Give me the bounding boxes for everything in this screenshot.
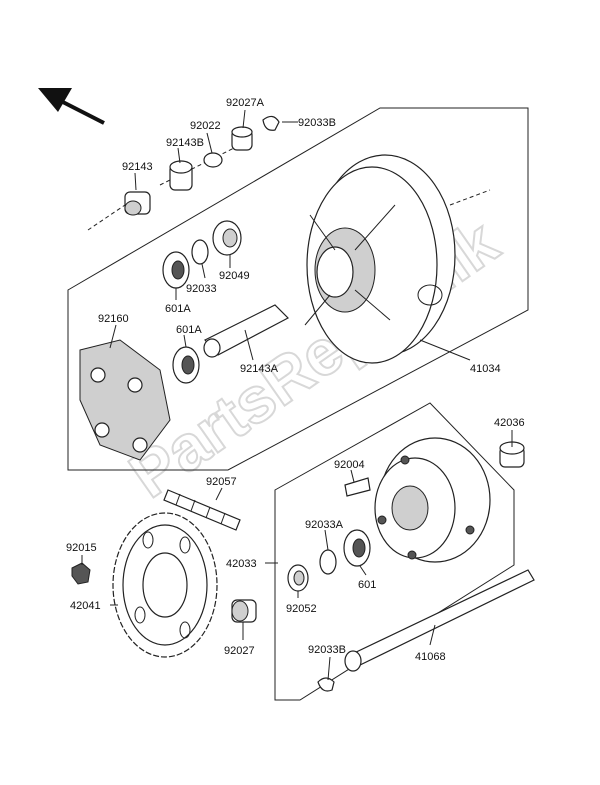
hub-assembly-outline [274,402,515,701]
damper-92160 [79,339,171,461]
collar-42036 [499,441,525,468]
seal-92049 [212,220,242,256]
label-41068: 41068 [415,651,446,663]
label-42036: 42036 [494,417,525,429]
label-92143: 92143 [122,161,153,173]
label-42033: 42033 [226,558,257,570]
label-92143A: 92143A [240,363,279,375]
circlip-92033B-top [262,115,280,131]
label-92004: 92004 [334,459,365,471]
rear-wheel [304,154,456,364]
circlip-92033 [191,239,209,265]
label-92033A: 92033A [305,519,344,531]
collar-92143A [203,304,289,358]
label-92033B-top: 92033B [298,117,336,129]
label-92033: 92033 [186,283,217,295]
label-92033B-bottom: 92033B [308,644,346,656]
collar-92052 [287,564,309,592]
coupling-hub-42033 [374,437,491,563]
chain-92057 [163,489,241,531]
label-42041: 42041 [70,600,101,612]
label-92057: 92057 [206,476,237,488]
label-92022: 92022 [190,120,221,132]
bearing-601 [343,529,371,567]
label-92027A: 92027A [226,97,265,109]
label-92143B: 92143B [166,137,204,149]
spacer-92027 [231,599,257,623]
collar-92143B [169,160,193,191]
circlip-92033B-bottom [317,677,335,692]
collar-92143 [124,191,151,216]
label-92052: 92052 [286,603,317,615]
label-601A-top: 601A [165,303,191,315]
label-41034: 41034 [470,363,501,375]
label-601: 601 [358,579,376,591]
label-92049: 92049 [219,270,250,282]
spacer-92027A [231,126,253,151]
label-92015: 92015 [66,542,97,554]
bolt-92004 [344,477,371,497]
bearing-601A-mid [172,346,200,384]
upper-assembly-outline [67,107,529,471]
sprocket-42041 [112,512,218,658]
bearing-601A-top [162,251,190,289]
axle-41068 [344,569,535,672]
collar-92022 [203,152,223,168]
label-92160: 92160 [98,313,129,325]
label-601A-mid: 601A [176,324,202,336]
leader-lines [81,109,513,681]
direction-arrow-icon [38,88,105,125]
nut-92015 [71,562,91,585]
circlip-92033A [319,549,337,575]
label-92027: 92027 [224,645,255,657]
